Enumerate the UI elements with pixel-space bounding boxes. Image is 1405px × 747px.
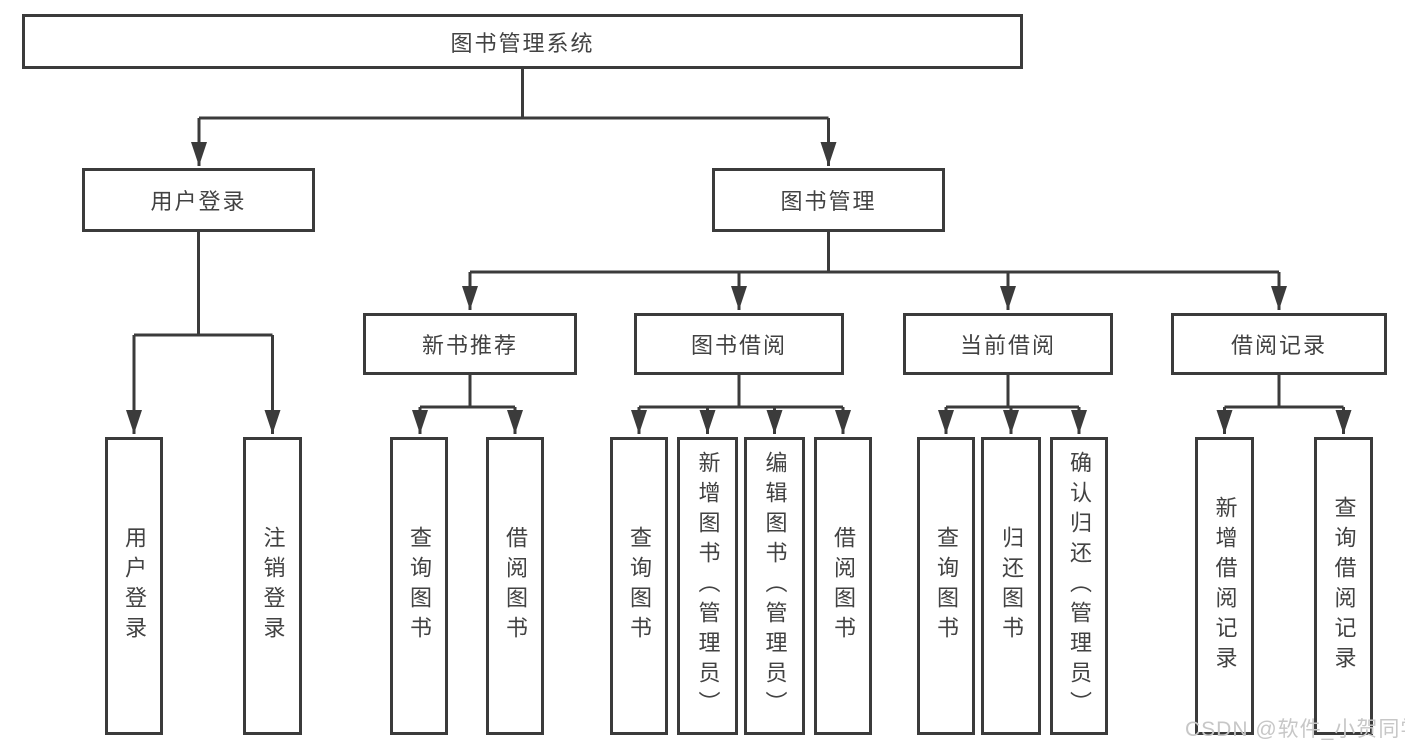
leaf-newbook-query-book: 查询图书	[390, 437, 448, 735]
leaf-borrow-edit-book-admin: 编辑图书（管理员）	[744, 437, 805, 735]
leaf-current-return-book: 归还图书	[981, 437, 1041, 735]
leaf-records-add-record: 新增借阅记录	[1195, 437, 1254, 735]
node-book-borrow: 图书借阅	[634, 313, 844, 375]
csdn-watermark: CSDN @软件_小贺同学	[1185, 718, 1405, 741]
leaf-user-login: 用户登录	[105, 437, 163, 735]
leaf-current-query-book: 查询图书	[917, 437, 975, 735]
leaf-logout: 注销登录	[243, 437, 302, 735]
leaf-borrow-borrow-book: 借阅图书	[814, 437, 872, 735]
node-borrow-records: 借阅记录	[1171, 313, 1387, 375]
leaf-borrow-add-book-admin: 新增图书（管理员）	[677, 437, 738, 735]
leaf-current-confirm-return-admin: 确认归还（管理员）	[1050, 437, 1108, 735]
node-current-borrow: 当前借阅	[903, 313, 1113, 375]
leaf-borrow-query-book: 查询图书	[610, 437, 668, 735]
leaf-newbook-borrow-book: 借阅图书	[486, 437, 544, 735]
node-library-system: 图书管理系统	[22, 14, 1023, 69]
node-new-book-recommend: 新书推荐	[363, 313, 577, 375]
node-book-management: 图书管理	[712, 168, 945, 232]
node-user-login: 用户登录	[82, 168, 315, 232]
leaf-records-query-record: 查询借阅记录	[1314, 437, 1373, 735]
